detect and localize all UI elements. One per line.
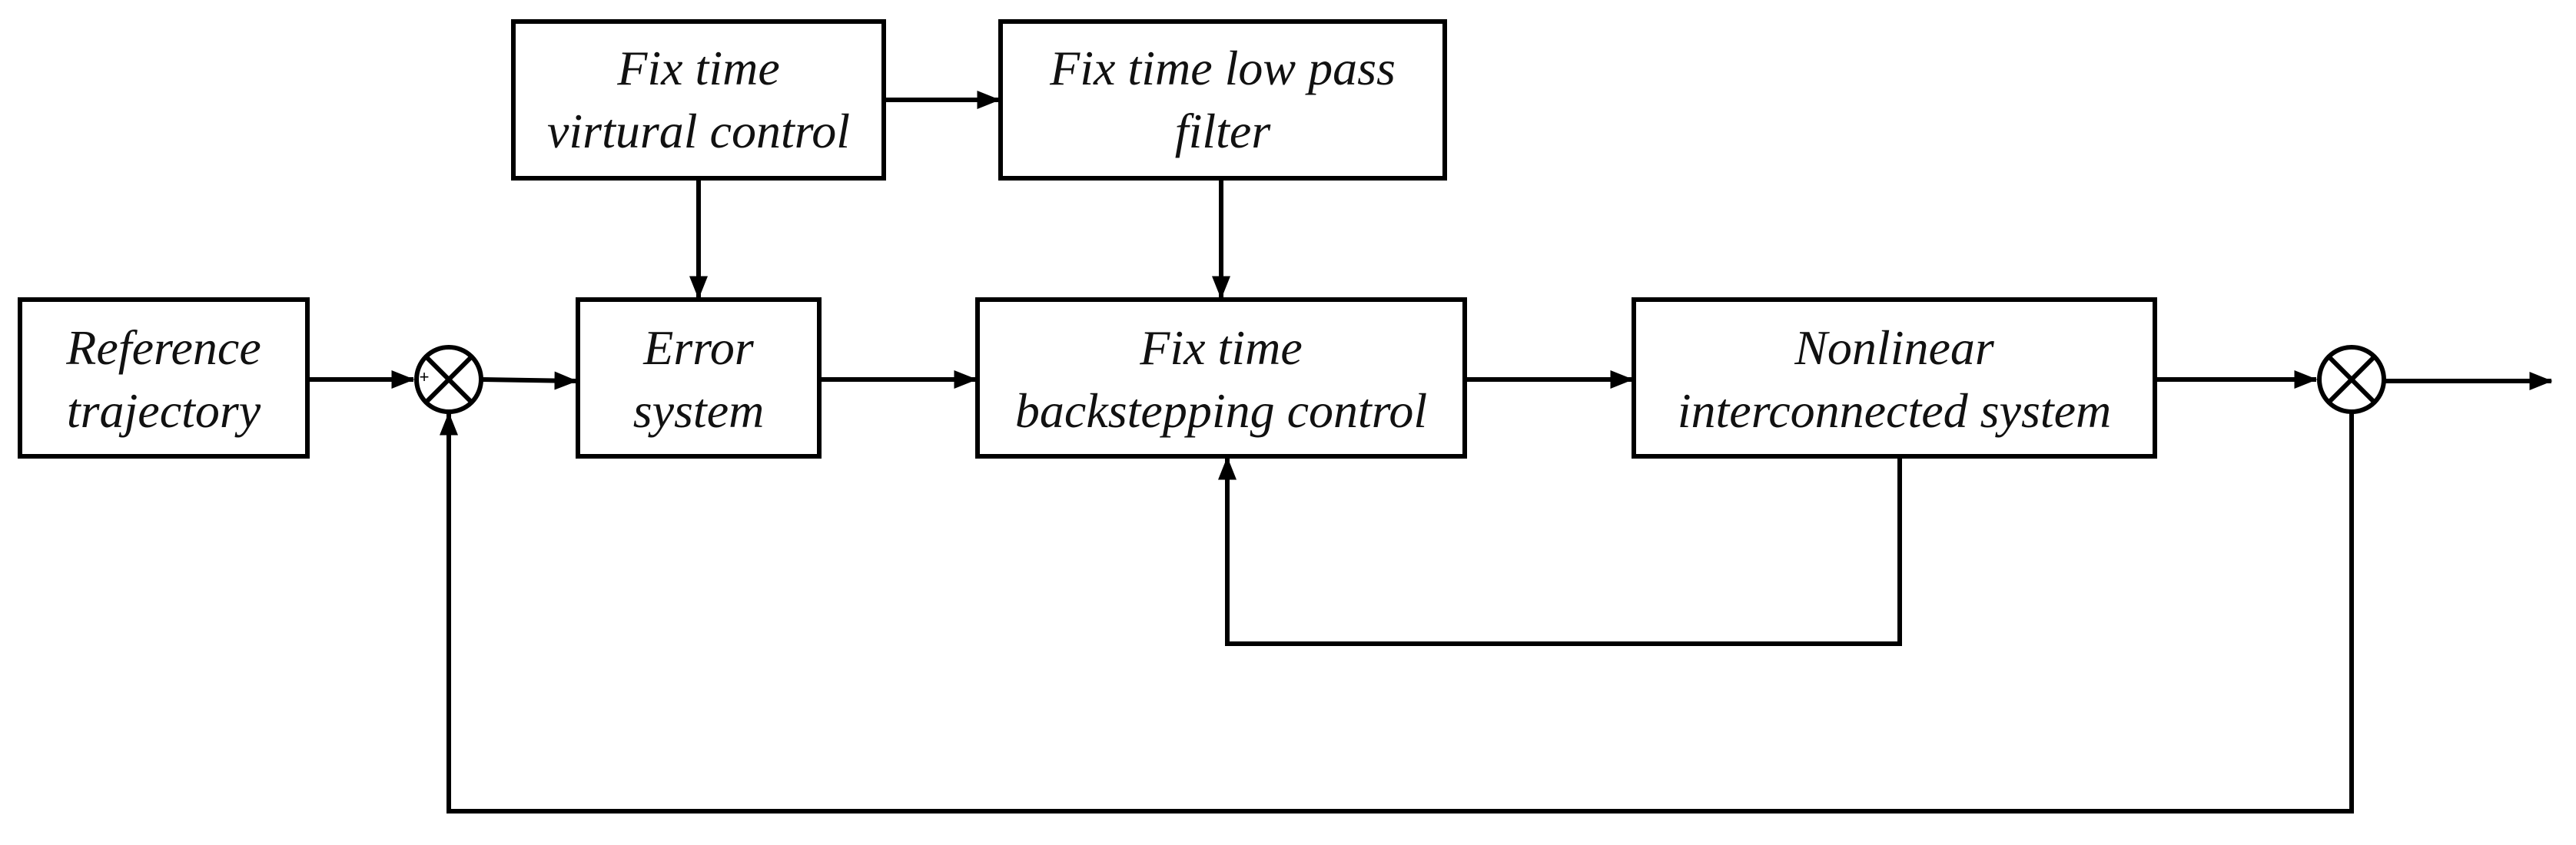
low-pass-filter-line1: Fix time low pass: [1049, 41, 1396, 95]
reference-trajectory-block: Reference trajectory: [18, 297, 310, 459]
low-pass-filter-block: Fix time low pass filter: [998, 19, 1447, 181]
plus-sign: +: [420, 367, 430, 386]
virtual-control-line2: virtural control: [547, 104, 850, 158]
backstepping-control-block: Fix time backstepping control: [975, 297, 1467, 459]
backstepping-line2: backstepping control: [1015, 383, 1427, 438]
error-system-line2: system: [633, 383, 765, 438]
reference-line2: trajectory: [67, 383, 261, 438]
nonlinear-line2: interconnected system: [1678, 383, 2112, 438]
low-pass-filter-line2: filter: [1175, 104, 1272, 158]
nonlinear-line1: Nonlinear: [1794, 320, 1995, 375]
backstepping-line1: Fix time: [1139, 320, 1302, 375]
reference-line1: Reference: [65, 320, 261, 375]
outer-feedback-loop: [440, 412, 2354, 814]
error-system-block: Error system: [576, 297, 822, 459]
summing-junction-2: [2317, 345, 2386, 414]
summing-junction-1: + -: [414, 345, 483, 431]
virtual-control-line1: Fix time: [616, 41, 779, 95]
arrow-sum1-to-error: [480, 371, 578, 390]
error-system-line1: Error: [642, 320, 755, 375]
inner-feedback-loop: [1218, 456, 1902, 646]
nonlinear-system-block: Nonlinear interconnected system: [1632, 297, 2157, 459]
virtual-control-block: Fix time virtural control: [511, 19, 886, 181]
